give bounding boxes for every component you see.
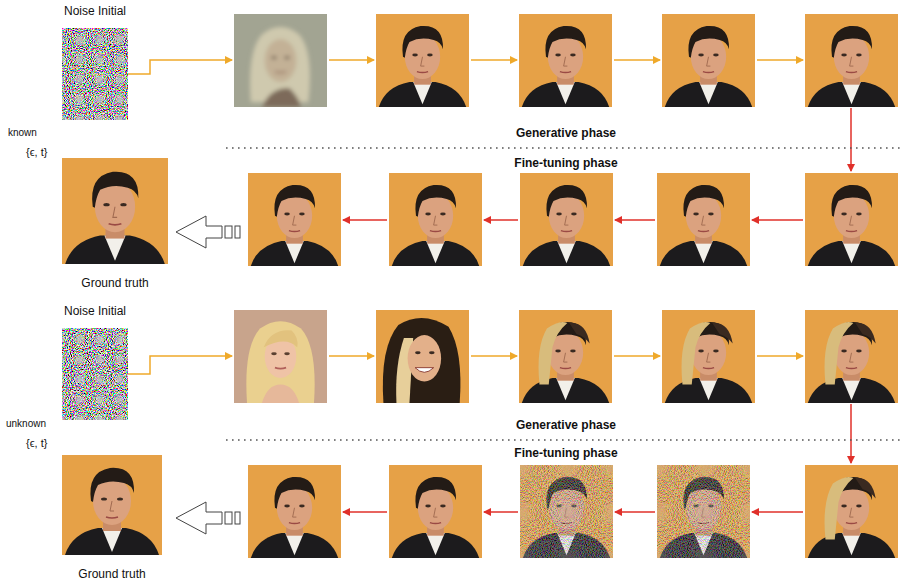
phase-label: Generative phase: [514, 126, 618, 140]
side-label: known: [6, 126, 39, 140]
image-caption: Ground truth: [49, 567, 175, 581]
phase-label: Generative phase: [514, 418, 618, 432]
image-tile: Noise Initial: [42, 304, 148, 422]
image-tile: Noise Initial: [42, 4, 148, 122]
phase-label: Fine-tuning phase: [512, 156, 619, 170]
image-caption: Noise Initial: [42, 4, 148, 18]
side-label: {ϵ, t}: [24, 436, 49, 450]
side-label: unknown: [4, 417, 48, 431]
image-tile: Ground truth: [49, 455, 175, 583]
phase-label: Fine-tuning phase: [512, 446, 619, 460]
image-tile: Ground truth: [52, 158, 178, 292]
side-label: {ϵ, t}: [24, 145, 49, 159]
image-caption: Ground truth: [52, 276, 178, 290]
image-caption: Noise Initial: [42, 304, 148, 318]
